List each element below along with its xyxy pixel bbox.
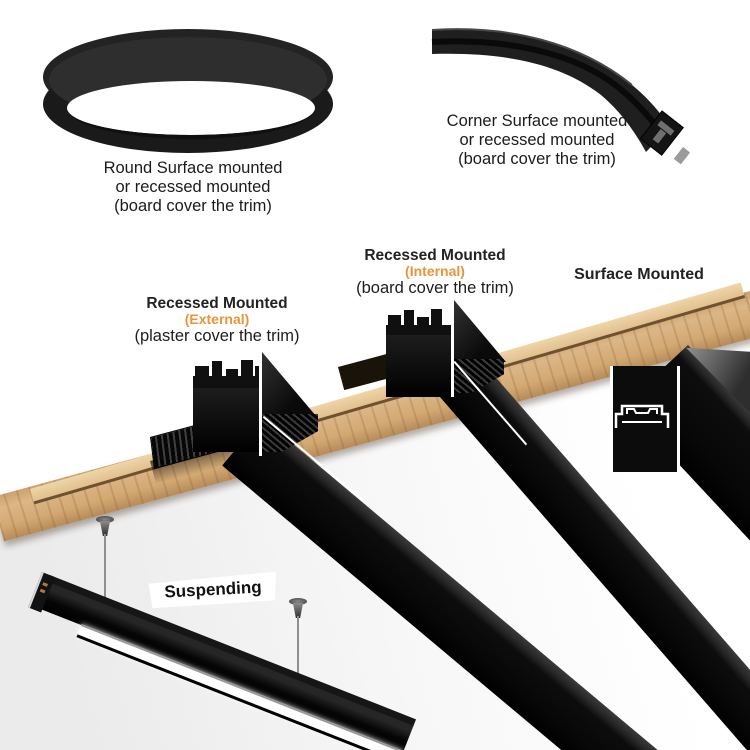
profile-highlight — [451, 300, 454, 397]
track-end-cross-section — [639, 110, 684, 156]
label-note: (board cover the trim) — [356, 279, 514, 297]
label-title: Recessed Mounted — [146, 295, 288, 312]
profile-teeth — [193, 376, 264, 390]
caption-line: Corner Surface mounted — [446, 112, 628, 130]
ceiling-canopy-icon — [99, 521, 111, 536]
profile-highlight — [259, 352, 262, 456]
caption-line: or recessed mounted — [459, 131, 615, 149]
heatsink-fins — [262, 414, 318, 452]
caption-line: or recessed mounted — [115, 178, 271, 196]
suspension-cable — [104, 534, 106, 602]
recessed-external-label: Recessed Mounted (External) (plaster cov… — [92, 295, 342, 346]
track-head-recessed-internal — [330, 285, 520, 415]
suspension-cable — [297, 616, 299, 674]
profile-teeth — [404, 310, 414, 329]
ceiling-canopy-icon — [96, 516, 114, 523]
caption-line: (board cover the trim) — [114, 197, 272, 215]
recessed-internal-label: Recessed Mounted (Internal) (board cover… — [310, 247, 560, 298]
caption-line: Round Surface mounted — [103, 159, 283, 177]
surface-mounted-label: Surface Mounted — [544, 267, 734, 283]
caption-line: (board cover the trim) — [458, 150, 616, 168]
profile-teeth — [212, 361, 222, 380]
profile-slab — [386, 335, 451, 397]
profile-teeth — [241, 360, 253, 377]
round-track-graphic — [43, 29, 333, 153]
magnet-contact — [42, 582, 49, 587]
label-variant: (External) — [184, 311, 250, 327]
magnet-track-profile-icon — [614, 404, 670, 428]
magnet-contact — [39, 588, 46, 594]
track-head-surface-mounted — [610, 366, 680, 472]
label-note: (plaster cover the trim) — [134, 327, 300, 345]
profile-shadow-fin — [454, 300, 506, 362]
profile-slab — [193, 388, 261, 452]
corner-track-caption: Corner Surface mounted or recessed mount… — [407, 112, 667, 169]
round-track-caption: Round Surface mounted or recessed mounte… — [60, 159, 326, 216]
profile-shadow-fin — [262, 352, 316, 416]
label-variant: (Internal) — [405, 263, 465, 279]
track-head-recessed-external — [150, 340, 340, 470]
ceiling-canopy-icon — [289, 598, 307, 605]
profile-teeth — [431, 309, 442, 326]
ceiling-canopy-icon — [292, 603, 304, 618]
corner-track-graphic — [431, 28, 691, 165]
label-title: Recessed Mounted — [364, 247, 506, 264]
label-title: Surface Mounted — [574, 266, 704, 283]
label-title: Suspending — [163, 577, 263, 602]
profile-teeth — [386, 325, 452, 337]
